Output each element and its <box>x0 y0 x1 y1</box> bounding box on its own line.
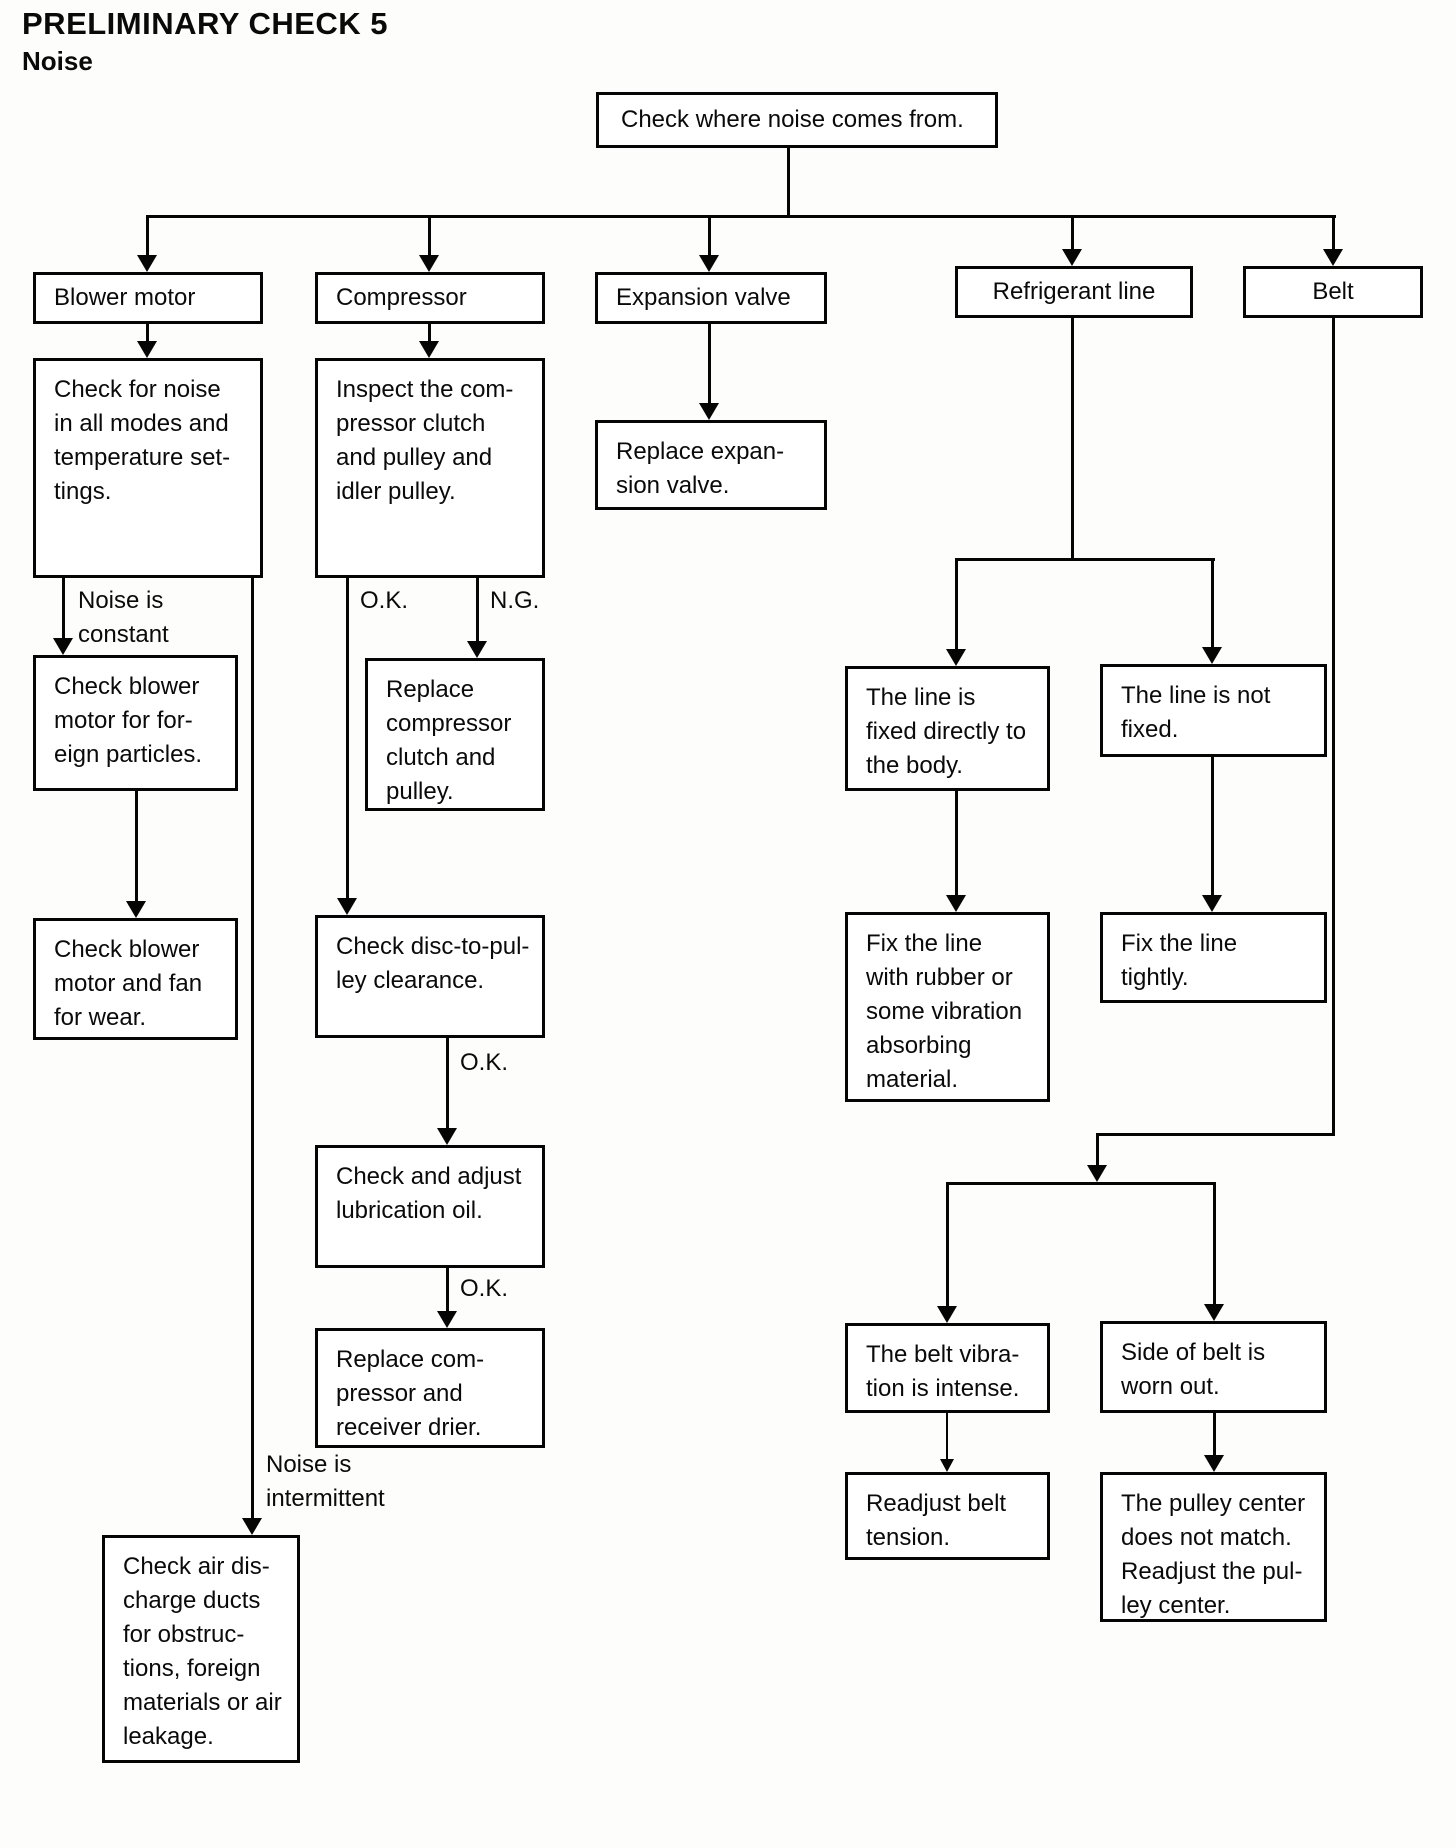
edge-label-noise-constant: Noise is constant <box>78 587 169 648</box>
arrow-down-icon <box>1204 1304 1224 1321</box>
flow-node-side-worn: Side of belt is worn out. <box>1100 1321 1327 1413</box>
edge-to-compressor <box>428 215 431 257</box>
edge-to-belt <box>1332 215 1335 251</box>
arrow-down-icon <box>937 1306 957 1323</box>
flow-node-fan-wear: Check blower motor and fan for wear. <box>33 918 238 1040</box>
flow-node-readjust-tension: Readjust belt tension. <box>845 1472 1050 1560</box>
arrow-down-icon <box>53 638 73 655</box>
edge-to-blower-motor <box>146 215 149 257</box>
edge-label-ok-2: O.K. <box>460 1049 509 1076</box>
flow-node-fix-tightly: Fix the line tightly. <box>1100 912 1327 1003</box>
arrow-down-icon <box>437 1128 457 1145</box>
edge-belt-elbow-bar <box>1096 1133 1335 1136</box>
edge-to-fix-tightly <box>1211 757 1214 898</box>
page-title: PRELIMINARY CHECK 5 <box>22 6 389 41</box>
edge-start-trunk <box>787 148 790 215</box>
flow-node-blower-check: Check for noise in all modes and tempera… <box>33 358 263 578</box>
arrow-down-icon <box>137 341 157 358</box>
flow-node-expansion-replace: Replace expan- sion valve. <box>595 420 827 510</box>
flow-node-blower-motor: Blower motor <box>33 272 263 324</box>
edge-label-ok-3: O.K. <box>460 1275 509 1302</box>
flow-node-air-discharge: Check air dis- charge ducts for obstruc-… <box>102 1535 300 1763</box>
edge-to-belt-vibration <box>946 1182 949 1310</box>
flow-node-replace-compressor: Replace com- pressor and receiver drier. <box>315 1328 545 1448</box>
flow-node-lubrication-oil: Check and adjust lubrication oil. <box>315 1145 545 1268</box>
edge-expansion-stem <box>708 324 711 406</box>
edge-label-noise-intermittent: Noise is intermittent <box>266 1451 385 1512</box>
arrow-down-icon <box>1202 647 1222 664</box>
flow-node-disc-clearance: Check disc-to-pul- ley clearance. <box>315 915 545 1038</box>
flow-node-replace-clutch: Replace compressor clutch and pulley. <box>365 658 545 811</box>
arrow-down-icon <box>699 255 719 272</box>
edge-label-ok-1: O.K. <box>360 587 409 614</box>
arrow-down-icon <box>137 255 157 272</box>
edge-oil-ok <box>446 1268 449 1315</box>
edge-belt-stem <box>1332 318 1335 1136</box>
edge-to-refrigerant-line <box>1071 215 1074 251</box>
edge-noise-intermittent <box>251 578 254 1522</box>
edge-distribution-bar <box>146 215 1336 218</box>
flow-node-compressor-inspect: Inspect the com- pressor clutch and pull… <box>315 358 545 578</box>
edge-foreign-to-fan <box>135 791 138 903</box>
flow-node-line-fixed-body: The line is fixed directly to the body. <box>845 666 1050 791</box>
edge-noise-constant <box>62 578 65 640</box>
arrow-down-icon <box>467 641 487 658</box>
page-subtitle: Noise <box>22 46 93 76</box>
edge-compressor-stem <box>428 324 431 344</box>
edge-to-line-fixed-body <box>955 558 958 651</box>
arrow-down-icon <box>437 1311 457 1328</box>
arrow-down-icon <box>419 255 439 272</box>
arrow-down-icon <box>419 341 439 358</box>
edge-label-ng-1: N.G. <box>490 587 540 614</box>
edge-to-side-worn <box>1213 1182 1216 1308</box>
edge-to-readjust-tension <box>946 1413 948 1460</box>
edge-to-fix-rubber <box>955 791 958 898</box>
arrow-down-icon <box>940 1459 954 1472</box>
flow-node-belt: Belt <box>1243 266 1423 318</box>
flow-node-pulley-center: The pulley center does not match. Readju… <box>1100 1472 1327 1622</box>
arrow-down-icon <box>699 403 719 420</box>
arrow-down-icon <box>946 649 966 666</box>
arrow-down-icon <box>1204 1455 1224 1472</box>
flow-node-refrigerant-line: Refrigerant line <box>955 266 1193 318</box>
flow-node-start: Check where noise comes from. <box>596 92 998 148</box>
arrow-down-icon <box>242 1518 262 1535</box>
edge-inspect-ng <box>476 578 479 644</box>
edge-belt-drop <box>1096 1133 1099 1169</box>
arrow-down-icon <box>1202 895 1222 912</box>
arrow-down-icon <box>337 898 357 915</box>
edge-to-pulley-center <box>1213 1413 1216 1459</box>
flow-node-belt-vibration: The belt vibra- tion is intense. <box>845 1323 1050 1413</box>
edge-refrigerant-split-bar <box>955 558 1215 561</box>
edge-disc-ok <box>446 1038 449 1132</box>
arrow-down-icon <box>1087 1165 1107 1182</box>
edge-refrigerant-stem <box>1071 318 1074 561</box>
edge-belt-split-bar <box>946 1182 1216 1185</box>
flow-node-expansion-valve: Expansion valve <box>595 272 827 324</box>
edge-inspect-ok <box>346 578 349 902</box>
flow-node-fix-rubber: Fix the line with rubber or some vibrati… <box>845 912 1050 1102</box>
flow-node-line-not-fixed: The line is not fixed. <box>1100 664 1327 757</box>
arrow-down-icon <box>126 901 146 918</box>
flow-node-foreign-particles: Check blower motor for for- eign particl… <box>33 655 238 791</box>
arrow-down-icon <box>1062 249 1082 266</box>
arrow-down-icon <box>1323 249 1343 266</box>
edge-blower-stem <box>146 324 149 344</box>
flow-node-compressor: Compressor <box>315 272 545 324</box>
edge-to-expansion-valve <box>708 215 711 257</box>
edge-to-line-not-fixed <box>1211 558 1214 649</box>
arrow-down-icon <box>946 895 966 912</box>
